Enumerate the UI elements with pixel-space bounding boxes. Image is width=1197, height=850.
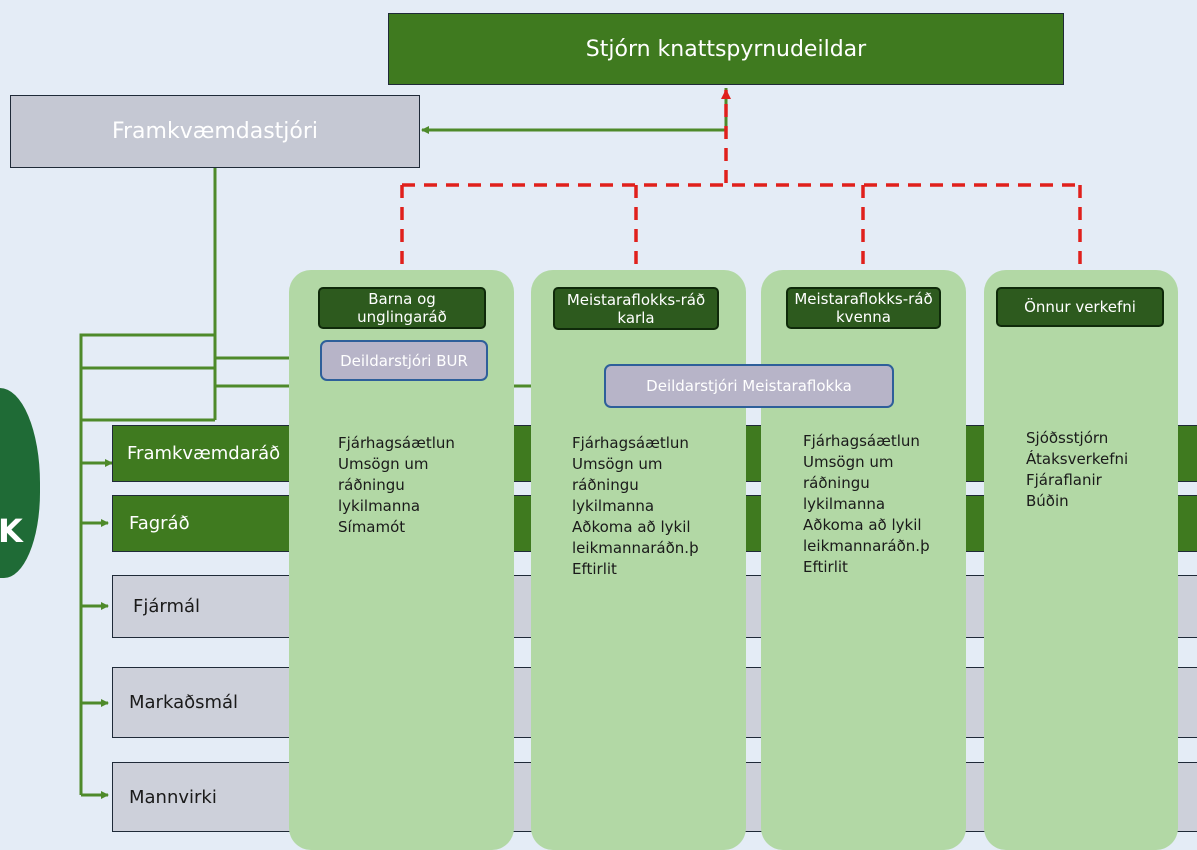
list-item: leikmannaráðn.þ — [572, 539, 699, 557]
list-meistaraflokk-karla: Fjárhagsáætlun Umsögn um ráðningu lykilm… — [572, 433, 699, 580]
deildarstjori-meistaraflokka-box: Deildarstjóri Meistaraflokka — [604, 364, 894, 408]
list-item: Aðkoma að lykil — [803, 516, 922, 534]
list-meistaraflokk-kvenna: Fjárhagsáætlun Umsögn um ráðningu lykilm… — [803, 431, 930, 578]
header-label: Önnur verkefni — [1024, 298, 1136, 316]
list-item: Fjárhagsáætlun — [572, 434, 689, 452]
list-item: Búðin — [1026, 492, 1069, 510]
left-spine-line — [79, 333, 215, 795]
list-item: ráðningu — [572, 476, 639, 494]
list-item: Umsögn um — [803, 453, 894, 471]
list-item: Fjáraflanir — [1026, 471, 1102, 489]
list-item: lykilmanna — [803, 495, 886, 513]
list-item: ráðningu — [338, 476, 405, 494]
header-meistaraflokk-kvenna: Meistaraflokks-ráð kvenna — [786, 287, 941, 329]
bar-label: Mannvirki — [129, 786, 217, 808]
list-item: leikmannaráðn.þ — [803, 537, 930, 555]
list-item: Símamót — [338, 518, 406, 536]
list-item: Aðkoma að lykil — [572, 518, 691, 536]
header-meistaraflokk-karla: Meistaraflokks-ráð karla — [553, 287, 719, 330]
list-item: ráðningu — [803, 474, 870, 492]
header-barna: Barna og unglingaráð — [318, 287, 486, 329]
bar-label: Fjármál — [133, 596, 201, 617]
header-label: Meistaraflokks-ráð karla — [566, 290, 706, 327]
list-item: Umsögn um — [572, 455, 663, 473]
director-title: Framkvæmdastjóri — [111, 119, 319, 144]
list-barna: Fjárhagsáætlun Umsögn um ráðningu lykilm… — [338, 433, 455, 538]
list-item: Fjárhagsáætlun — [338, 434, 455, 452]
bar-label: Markaðsmál — [129, 692, 239, 713]
deildarstjori-bur-box: Deildarstjóri BUR — [320, 340, 488, 381]
list-item: lykilmanna — [338, 497, 421, 515]
board-title: Stjórn knattspyrnudeildar — [585, 36, 867, 62]
deildarstjori-meistaraflokka-label: Deildarstjóri Meistaraflokka — [646, 377, 852, 395]
list-item: Sjóðsstjórn — [1026, 429, 1109, 447]
header-label: Barna og unglingaráð — [357, 290, 447, 326]
club-logo-letter: K — [0, 512, 23, 550]
header-onnur-verkefni: Önnur verkefni — [996, 287, 1164, 327]
board-box: Stjórn knattspyrnudeildar — [388, 13, 1064, 85]
list-item: lykilmanna — [572, 497, 655, 515]
list-onnur-verkefni: Sjóðsstjórn Átaksverkefni Fjáraflanir Bú… — [1026, 428, 1128, 512]
arrow-board-to-director — [421, 88, 728, 134]
list-item: Eftirlit — [572, 560, 617, 578]
bar-label: Framkvæmdaráð — [127, 443, 281, 464]
list-item: Umsögn um — [338, 455, 429, 473]
deildarstjori-bur-label: Deildarstjóri BUR — [340, 351, 468, 370]
bar-label: Fagráð — [129, 513, 190, 534]
list-item: Fjárhagsáætlun — [803, 432, 920, 450]
list-item: Átaksverkefni — [1026, 450, 1129, 468]
list-item: Eftirlit — [803, 558, 848, 576]
director-box: Framkvæmdastjóri — [10, 95, 420, 168]
header-label: Meistaraflokks-ráð kvenna — [794, 290, 933, 326]
column-onnur-verkefni — [984, 270, 1178, 850]
